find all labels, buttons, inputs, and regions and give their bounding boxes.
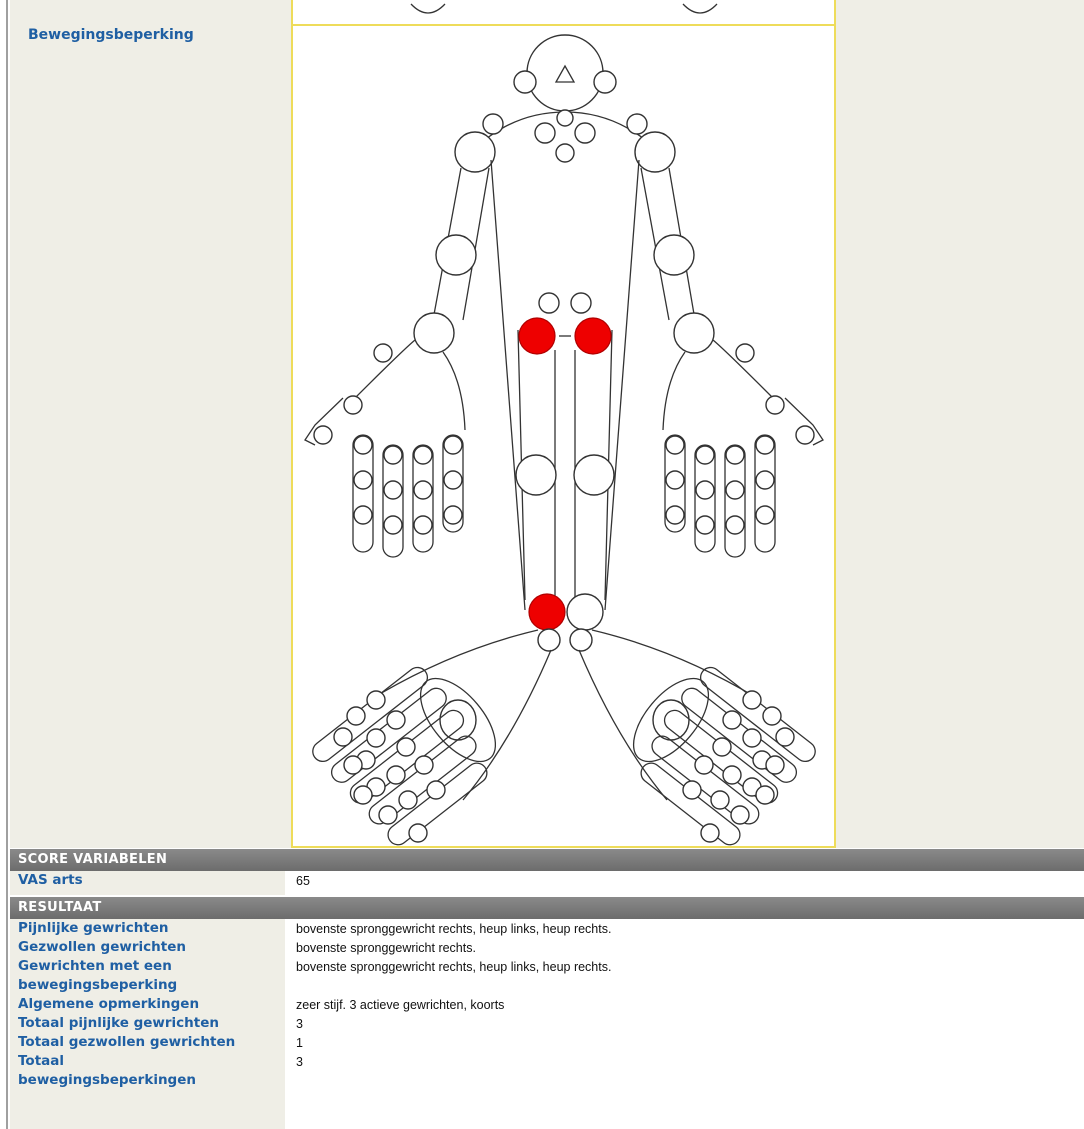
row-value: bovenste spronggewricht rechts, heup lin… — [296, 920, 611, 938]
result-row: Algemene opmerkingen zeer stijf. 3 actie… — [10, 995, 1084, 1014]
joint-ac-left[interactable] — [627, 114, 647, 134]
forearm-right — [353, 340, 465, 430]
result-row: Totaal pijnlijke gewrichten 3 — [10, 1014, 1084, 1033]
row-value: bovenste spronggewricht rechts, heup lin… — [296, 958, 611, 976]
row-label: Totaal bewegingsbeperkingen — [18, 1052, 178, 1090]
joint-jaw-right[interactable] — [514, 71, 536, 93]
joint-thumb-ip-left[interactable] — [796, 426, 814, 444]
row-label: Pijnlijke gewrichten — [18, 919, 286, 938]
joint-si-left[interactable] — [571, 293, 591, 313]
joint-sc-right[interactable] — [535, 123, 555, 143]
window-left-border — [0, 0, 8, 1129]
row-label: Totaal pijnlijke gewrichten — [18, 1014, 286, 1033]
row-value: bovenste spronggewricht rechts. — [296, 939, 476, 957]
row-value: 65 — [296, 872, 310, 890]
row-label: Gewrichten met een bewegingsbeperking — [18, 957, 218, 995]
joint-homunculus-panel — [291, 0, 836, 848]
joint-jaw-left[interactable] — [594, 71, 616, 93]
joint-wrist-left[interactable] — [674, 313, 714, 353]
joint-homunculus-figure — [293, 0, 834, 846]
joint-sternum[interactable] — [556, 144, 574, 162]
joint-si-right[interactable] — [539, 293, 559, 313]
row-label: Gezwollen gewrichten — [18, 938, 286, 957]
score-row-vas: VAS arts 65 — [10, 871, 1084, 895]
result-row: Pijnlijke gewrichten bovenste spronggewr… — [10, 919, 1084, 938]
fingers-right-hand — [353, 435, 463, 557]
section-header-result: RESULTAAT — [10, 897, 1084, 919]
joint-ankle-right-affected[interactable] — [529, 594, 565, 630]
foot-left — [620, 662, 820, 846]
joint-thumb-ip-right[interactable] — [314, 426, 332, 444]
result-row: Gewrichten met een bewegingsbeperking bo… — [10, 957, 1084, 995]
row-value: zeer stijf. 3 actieve gewrichten, koorts — [296, 996, 504, 1014]
previous-figure-remnant — [411, 4, 445, 13]
foot-right — [309, 662, 510, 846]
result-row: Totaal gezwollen gewrichten 1 — [10, 1033, 1084, 1052]
joint-elbow-right[interactable] — [436, 235, 476, 275]
previous-figure-remnant — [683, 4, 717, 13]
joint-thumb-base-left[interactable] — [736, 344, 754, 362]
result-row: Totaal bewegingsbeperkingen 3 — [10, 1052, 1084, 1129]
head-outline — [527, 35, 603, 111]
row-label: Totaal gezwollen gewrichten — [18, 1033, 286, 1052]
joint-wrist-right[interactable] — [414, 313, 454, 353]
row-label: VAS arts — [18, 871, 286, 890]
row-label: Algemene opmerkingen — [18, 995, 286, 1014]
joint-shoulder-right[interactable] — [455, 132, 495, 172]
field-label-bewegingsbeperking: Bewegingsbeperking — [28, 27, 194, 43]
row-value: 3 — [296, 1053, 303, 1071]
joint-neck[interactable] — [557, 110, 573, 126]
section-header-score: SCORE VARIABELEN — [10, 849, 1084, 871]
joint-subtalar-right[interactable] — [538, 629, 560, 651]
row-value: 1 — [296, 1034, 303, 1052]
result-row: Gezwollen gewrichten bovenste spronggewr… — [10, 938, 1084, 957]
joint-subtalar-left[interactable] — [570, 629, 592, 651]
joint-hip-right-affected[interactable] — [519, 318, 555, 354]
joint-hip-left-affected[interactable] — [575, 318, 611, 354]
joint-thumb-mcp-right[interactable] — [344, 396, 362, 414]
fingers-left-hand — [665, 435, 775, 557]
joint-shoulder-left[interactable] — [635, 132, 675, 172]
row-value: 3 — [296, 1015, 303, 1033]
joint-thumb-base-right[interactable] — [374, 344, 392, 362]
joint-ac-right[interactable] — [483, 114, 503, 134]
joint-sc-left[interactable] — [575, 123, 595, 143]
joint-knee-right[interactable] — [516, 455, 556, 495]
torso-outer-lines — [491, 160, 639, 610]
joint-knee-left[interactable] — [574, 455, 614, 495]
joint-elbow-left[interactable] — [654, 235, 694, 275]
forearm-left — [663, 340, 775, 430]
joint-thumb-mcp-left[interactable] — [766, 396, 784, 414]
joint-ankle-left[interactable] — [567, 594, 603, 630]
